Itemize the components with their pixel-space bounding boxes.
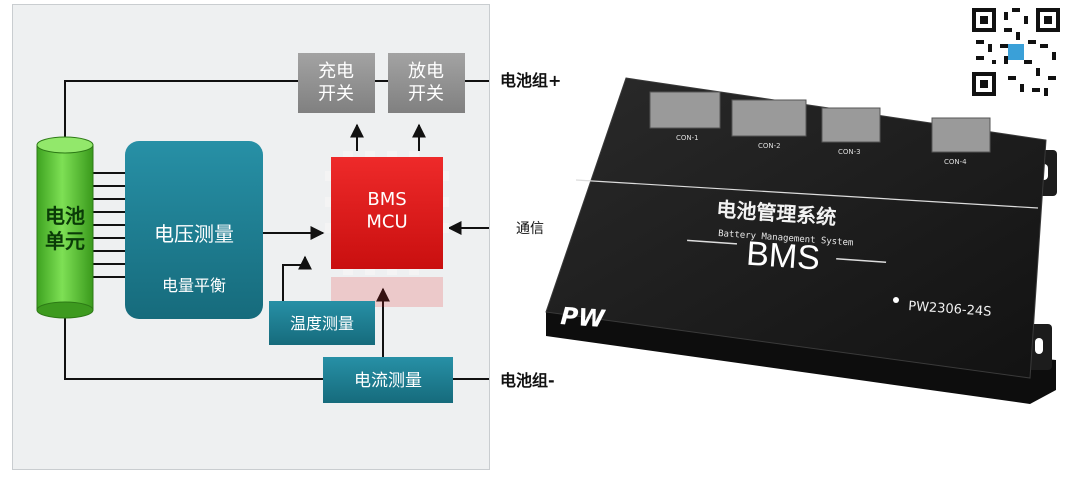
- balance-label: 电量平衡: [162, 276, 226, 295]
- temperature-measurement-label: 温度测量: [290, 314, 354, 333]
- temperature-measurement-block: 温度测量: [269, 301, 375, 345]
- communication-label: 通信: [516, 221, 544, 237]
- bms-device-image: CON-1 CON-2 CON-3 CON-4 电池管理系统 Battery M…: [545, 77, 1057, 404]
- external-labels: 电池组+ 通信 电池组-: [500, 71, 561, 390]
- device-acronym-group: BMS: [687, 235, 887, 278]
- bms-block-diagram: 电池单元 电压测量 电量平衡 充电开关 放电开关: [36, 53, 515, 403]
- battery-cell: 电池单元: [36, 136, 94, 319]
- connector-con-1: CON-1: [649, 91, 721, 142]
- connector-con-3-label: CON-3: [838, 148, 861, 156]
- qr-code-icon: [968, 4, 1064, 100]
- connector-con-2: CON-2: [731, 99, 807, 150]
- voltage-measurement-label: 电压测量: [154, 222, 234, 246]
- charge-switch-block: 充电开关: [298, 53, 375, 113]
- wire-lines: [64, 80, 489, 380]
- connector-con-2-label: CON-2: [758, 142, 781, 150]
- current-measurement-block: 电流测量: [323, 357, 453, 403]
- connector-con-3: CON-3: [821, 107, 881, 156]
- bms-diagram-panel: 电池单元 电压测量 电量平衡 充电开关 放电开关: [12, 4, 515, 470]
- current-measurement-label: 电流测量: [354, 371, 422, 391]
- connector-con-4-label: CON-4: [944, 158, 967, 166]
- pack-positive-label: 电池组+: [500, 71, 561, 90]
- charge-switch-label: 充电开关: [318, 61, 354, 105]
- battery-cell-label: 电池单元: [45, 204, 85, 253]
- device-model: PW2306-24S: [908, 299, 992, 320]
- voltage-measurement-block: 电压测量 电量平衡: [125, 141, 263, 319]
- discharge-switch-block: 放电开关: [388, 53, 465, 113]
- discharge-switch-label: 放电开关: [408, 61, 444, 105]
- brand-logo: PW: [560, 302, 607, 333]
- device-acronym: BMS: [745, 235, 821, 278]
- connector-con-4: CON-4: [931, 117, 991, 166]
- pack-negative-label: 电池组-: [500, 371, 555, 390]
- connector-con-1-label: CON-1: [676, 134, 699, 142]
- indicator-dot: [893, 297, 899, 303]
